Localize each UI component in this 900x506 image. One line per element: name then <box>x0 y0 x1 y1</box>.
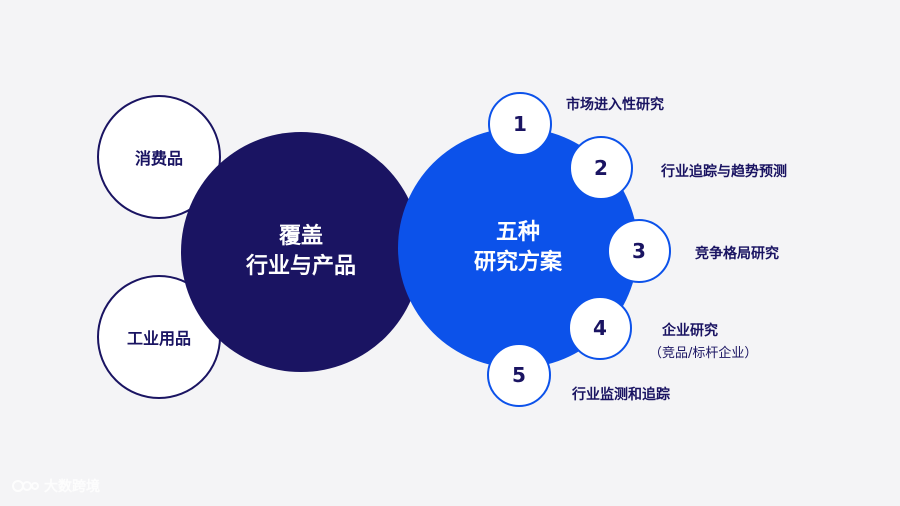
plan-number-5-text: 5 <box>512 363 526 387</box>
plan-number-2: 2 <box>569 136 633 200</box>
plan-number-3: 3 <box>607 219 671 283</box>
consumer-goods-label: 消费品 <box>134 149 183 168</box>
industrial-goods-label: 工业用品 <box>126 329 191 348</box>
plan-label-5: 行业监测和追踪 <box>572 387 670 403</box>
industrial-goods-circle: 工业用品 <box>97 275 221 399</box>
right-center-title-line1: 五种 <box>495 220 540 245</box>
plan-sublabel-4: （竞品/标杆企业） <box>649 346 758 361</box>
consumer-goods-circle: 消费品 <box>97 95 221 219</box>
left-center-title-line2: 行业与产品 <box>245 254 356 279</box>
right-center-title-line2: 研究方案 <box>473 250 562 275</box>
watermark-logo-icon <box>12 480 39 492</box>
plan-number-3-text: 3 <box>632 239 646 263</box>
industry-product-coverage-circle: 覆盖 行业与产品 <box>181 132 421 372</box>
plan-number-4: 4 <box>568 296 632 360</box>
plan-label-2: 行业追踪与趋势预测 <box>661 164 787 180</box>
plan-number-1: 1 <box>488 92 552 156</box>
watermark-text: 大数跨境 <box>44 479 100 495</box>
plan-label-4: 企业研究 <box>662 323 718 339</box>
plan-number-4-text: 4 <box>593 316 607 340</box>
left-center-title-line1: 覆盖 <box>278 224 323 249</box>
plan-label-3: 竞争格局研究 <box>695 246 779 262</box>
plan-number-2-text: 2 <box>594 156 608 180</box>
plan-number-5: 5 <box>487 343 551 407</box>
watermark: 大数跨境 <box>12 476 100 496</box>
plan-label-1: 市场进入性研究 <box>566 97 664 113</box>
plan-number-1-text: 1 <box>513 112 527 136</box>
